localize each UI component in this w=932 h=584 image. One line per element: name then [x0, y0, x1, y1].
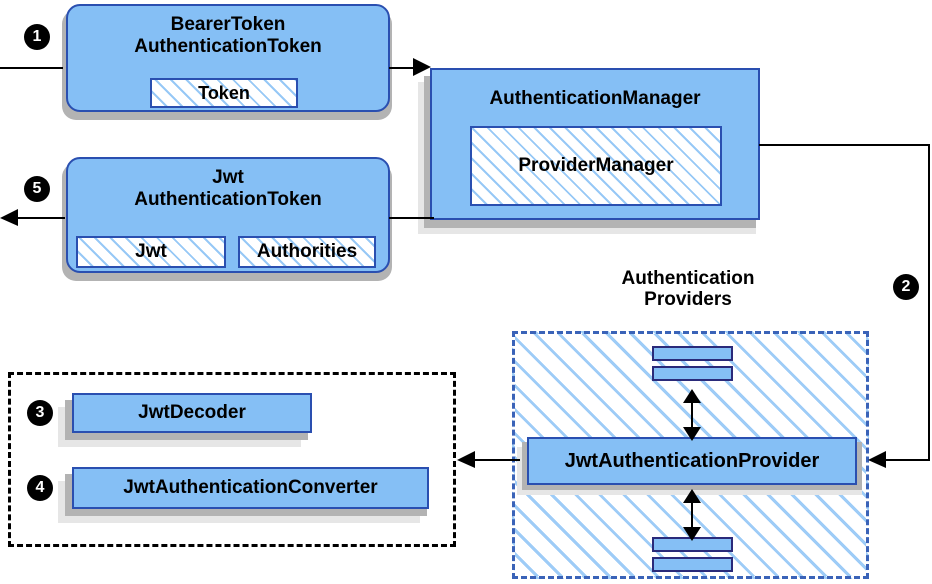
- provider-to-support-arrowhead: [457, 451, 475, 468]
- bearer-token-title: BearerToken AuthenticationToken: [134, 14, 322, 58]
- jwt-authentication-provider-label: JwtAuthenticationProvider: [564, 449, 820, 472]
- jwt-token-title-line2: AuthenticationToken: [134, 188, 322, 210]
- manager-to-jwt-token-line: [389, 217, 434, 219]
- bearer-token-sub-token[interactable]: Token: [150, 78, 298, 108]
- step-marker-2-label: 2: [901, 278, 911, 295]
- jwt-converter-label: JwtAuthenticationConverter: [123, 477, 378, 498]
- step-marker-4: 4: [27, 475, 53, 501]
- jwt-token-sub-jwt-label: Jwt: [135, 241, 167, 262]
- bearer-token-sub-token-label: Token: [198, 82, 250, 103]
- provider-lower-link-arrowheads: [683, 489, 701, 541]
- manager-to-provider-line-bottom: [886, 459, 930, 461]
- step-marker-2: 2: [893, 274, 919, 300]
- provider-placeholder-bar-bottom-2: [652, 557, 733, 572]
- bearer-to-manager-line: [389, 67, 423, 69]
- provider-placeholder-bar-top-1: [652, 346, 733, 361]
- provider-lower-link-line: [691, 492, 693, 538]
- jwt-decoder-label: JwtDecoder: [138, 402, 246, 423]
- authentication-providers-caption: Authentication Providers: [562, 268, 814, 311]
- providers-caption-line1: Authentication: [621, 268, 755, 289]
- step-marker-1: 1: [24, 24, 50, 50]
- incoming-request-line: [0, 67, 63, 69]
- manager-to-provider-line-top: [759, 144, 930, 146]
- jwt-token-sub-jwt[interactable]: Jwt: [76, 236, 226, 268]
- jwt-token-sub-authorities-label: Authorities: [256, 241, 358, 262]
- jwt-token-title: Jwt AuthenticationToken: [134, 167, 322, 211]
- provider-upper-link-line: [691, 392, 693, 438]
- provider-placeholder-bar-top-2: [652, 366, 733, 381]
- authentication-manager-title: AuthenticationManager: [489, 88, 701, 109]
- jwt-token-sub-authorities[interactable]: Authorities: [238, 236, 376, 268]
- step-marker-5: 5: [24, 176, 50, 202]
- jwt-authentication-provider-node[interactable]: JwtAuthenticationProvider: [527, 437, 857, 485]
- provider-manager-label: ProviderManager: [518, 155, 674, 176]
- providers-caption-line2: Providers: [644, 289, 732, 311]
- manager-to-provider-line-vertical: [928, 144, 930, 460]
- provider-to-support-line: [475, 459, 520, 461]
- step-marker-3-label: 3: [35, 404, 45, 421]
- step-marker-5-label: 5: [32, 180, 42, 197]
- step-marker-1-label: 1: [32, 28, 42, 45]
- outgoing-response-line: [18, 217, 65, 219]
- bearer-token-title-line1: BearerToken: [170, 14, 286, 35]
- jwt-token-title-line1: Jwt: [212, 167, 244, 188]
- jwt-authentication-converter-node[interactable]: JwtAuthenticationConverter: [72, 467, 429, 509]
- outgoing-response-arrowhead: [0, 209, 18, 226]
- jwt-decoder-node[interactable]: JwtDecoder: [72, 393, 312, 433]
- step-marker-3: 3: [27, 400, 53, 426]
- bearer-token-title-line2: AuthenticationToken: [134, 35, 322, 57]
- provider-manager-sub[interactable]: ProviderManager: [470, 126, 722, 206]
- provider-upper-link-arrowheads: [683, 389, 701, 441]
- step-marker-4-label: 4: [35, 479, 45, 496]
- manager-to-provider-arrowhead: [868, 451, 886, 468]
- bearer-to-manager-arrowhead: [413, 58, 431, 76]
